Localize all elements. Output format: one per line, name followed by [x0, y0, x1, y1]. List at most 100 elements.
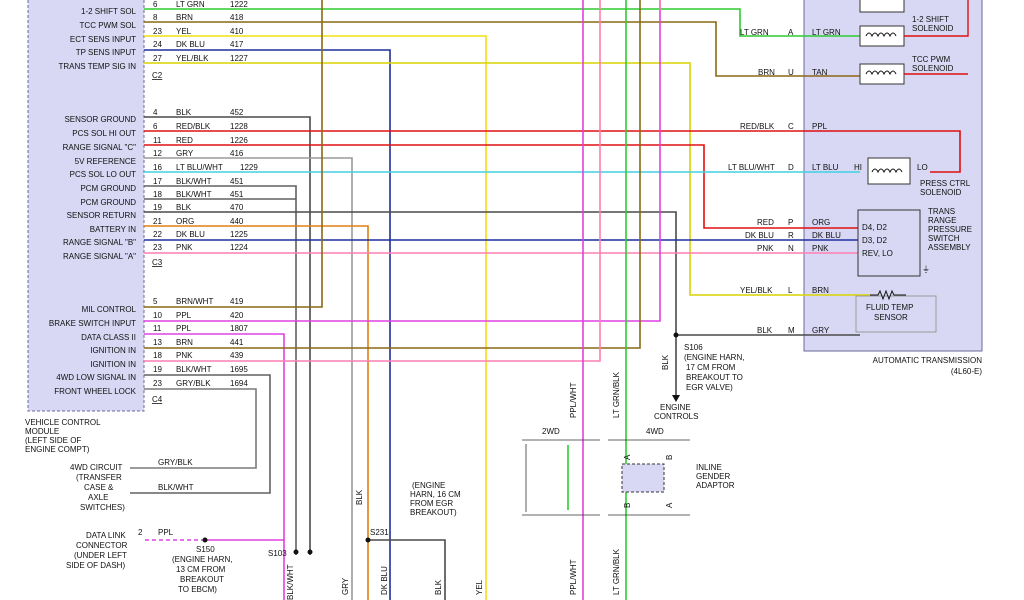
svg-text:GRY: GRY: [176, 149, 194, 158]
svg-text:DATA CLASS II: DATA CLASS II: [81, 333, 136, 342]
adaptor-2wd-label: 2WD: [542, 427, 560, 436]
wire-gry-5vref: [144, 157, 353, 600]
svg-text:1695: 1695: [230, 365, 248, 374]
svg-text:420: 420: [230, 311, 244, 320]
adaptor-label-3: ADAPTOR: [696, 481, 735, 490]
svg-text:19: 19: [153, 365, 162, 374]
svg-text:U: U: [788, 68, 794, 77]
svg-text:LT BLU/WHT: LT BLU/WHT: [728, 163, 775, 172]
s231-note-4: BREAKOUT): [410, 508, 457, 517]
ground-icon: ⏚: [922, 265, 930, 274]
svg-text:451: 451: [230, 190, 244, 199]
svg-text:441: 441: [230, 338, 244, 347]
svg-text:BRAKE SWITCH INPUT: BRAKE SWITCH INPUT: [49, 319, 136, 328]
svg-text:BRN: BRN: [176, 13, 193, 22]
svg-text:1226: 1226: [230, 136, 248, 145]
coil-icon: [871, 168, 903, 174]
svg-text:16: 16: [153, 163, 162, 172]
4wd-circuit-label-1: 4WD CIRCUIT: [70, 463, 123, 472]
svg-text:P: P: [788, 218, 793, 227]
svg-text:ECT SENS INPUT: ECT SENS INPUT: [70, 35, 136, 44]
svg-text:440: 440: [230, 217, 244, 226]
engine-controls-label: ENGINE: [660, 403, 691, 412]
svg-text:1-2 SHIFT SOL: 1-2 SHIFT SOL: [81, 7, 137, 16]
svg-text:IGNITION IN: IGNITION IN: [90, 346, 136, 355]
adaptor-bracket-right: [608, 439, 690, 516]
dlc-pin: 2: [138, 528, 143, 537]
svg-text:1224: 1224: [230, 243, 248, 252]
svg-text:23: 23: [153, 379, 162, 388]
s106-label: S106: [684, 343, 703, 352]
adaptor-bracket-left: [522, 439, 600, 516]
svg-text:12: 12: [153, 149, 162, 158]
s106-wire-label: BLK: [661, 354, 670, 370]
vlabel-blkwht: BLK/WHT: [286, 564, 295, 600]
svg-text:PPL: PPL: [176, 324, 192, 333]
wire-blk-s231: [368, 539, 446, 600]
svg-text:LT BLU/WHT: LT BLU/WHT: [176, 163, 223, 172]
svg-text:17: 17: [153, 177, 162, 186]
svg-text:D: D: [788, 163, 794, 172]
svg-text:4WD LOW SIGNAL IN: 4WD LOW SIGNAL IN: [56, 373, 136, 382]
svg-text:1227: 1227: [230, 54, 248, 63]
svg-text:6: 6: [153, 0, 158, 9]
svg-text:TAN: TAN: [812, 68, 828, 77]
transmission-label: AUTOMATIC TRANSMISSION: [873, 356, 983, 365]
wire-ppl-dataclass: [144, 333, 285, 541]
wire-blk-sensor-ground: [144, 116, 311, 555]
svg-text:LT GRN: LT GRN: [812, 28, 841, 37]
tcc-solenoid-label-2: SOLENOID: [912, 64, 954, 73]
svg-text:RANGE SIGNAL "B": RANGE SIGNAL "B": [63, 238, 136, 247]
wire-gryblk-fwl: [144, 388, 257, 469]
switch-assembly-box: [857, 209, 921, 277]
top-solenoid-box: [859, 0, 905, 13]
svg-text:GRY/BLK: GRY/BLK: [176, 379, 211, 388]
vcm-label-line-2: MODULE: [25, 427, 59, 436]
svg-text:PNK: PNK: [757, 244, 774, 253]
s106-note-1: (ENGINE HARN,: [684, 353, 744, 362]
svg-text:8: 8: [153, 13, 158, 22]
svg-text:1225: 1225: [230, 230, 248, 239]
svg-text:BRN: BRN: [176, 338, 193, 347]
svg-text:GRY: GRY: [812, 326, 830, 335]
svg-text:18: 18: [153, 190, 162, 199]
svg-text:11: 11: [153, 324, 162, 333]
wire-org-battery: [144, 225, 369, 600]
svg-text:4: 4: [153, 108, 158, 117]
vlabel-pplwht-2: PPL/WHT: [569, 559, 578, 595]
adaptor-label-1: INLINE: [696, 463, 722, 472]
switch-range-2: D3, D2: [862, 236, 887, 245]
svg-text:PNK: PNK: [176, 351, 193, 360]
svg-text:PPL: PPL: [176, 311, 192, 320]
svg-text:5V REFERENCE: 5V REFERENCE: [75, 157, 136, 166]
shift-solenoid-link: [904, 0, 969, 37]
splice-s150-dot: [202, 537, 208, 543]
trans-pin-d: LT BLU/WHT D LT BLU: [728, 163, 839, 172]
svg-text:BRN/WHT: BRN/WHT: [176, 297, 213, 306]
svg-text:452: 452: [230, 108, 244, 117]
svg-text:416: 416: [230, 149, 244, 158]
svg-text:23: 23: [153, 27, 162, 36]
tcc-solenoid-label: TCC PWM: [912, 55, 951, 64]
svg-text:DK BLU: DK BLU: [812, 231, 841, 240]
vcm-label-line-3: (LEFT SIDE OF: [25, 436, 81, 445]
svg-text:1228: 1228: [230, 122, 248, 131]
svg-text:RED: RED: [757, 218, 774, 227]
wire-yel-ect: [144, 35, 487, 600]
svg-text:PPL: PPL: [812, 122, 828, 131]
svg-text:LT BLU: LT BLU: [812, 163, 839, 172]
vlabel-yel: YEL: [475, 579, 484, 595]
dlc-label-3: (UNDER LEFT: [74, 551, 127, 560]
svg-text:410: 410: [230, 27, 244, 36]
wire-ppl-brake: [144, 0, 661, 322]
svg-text:N: N: [788, 244, 794, 253]
